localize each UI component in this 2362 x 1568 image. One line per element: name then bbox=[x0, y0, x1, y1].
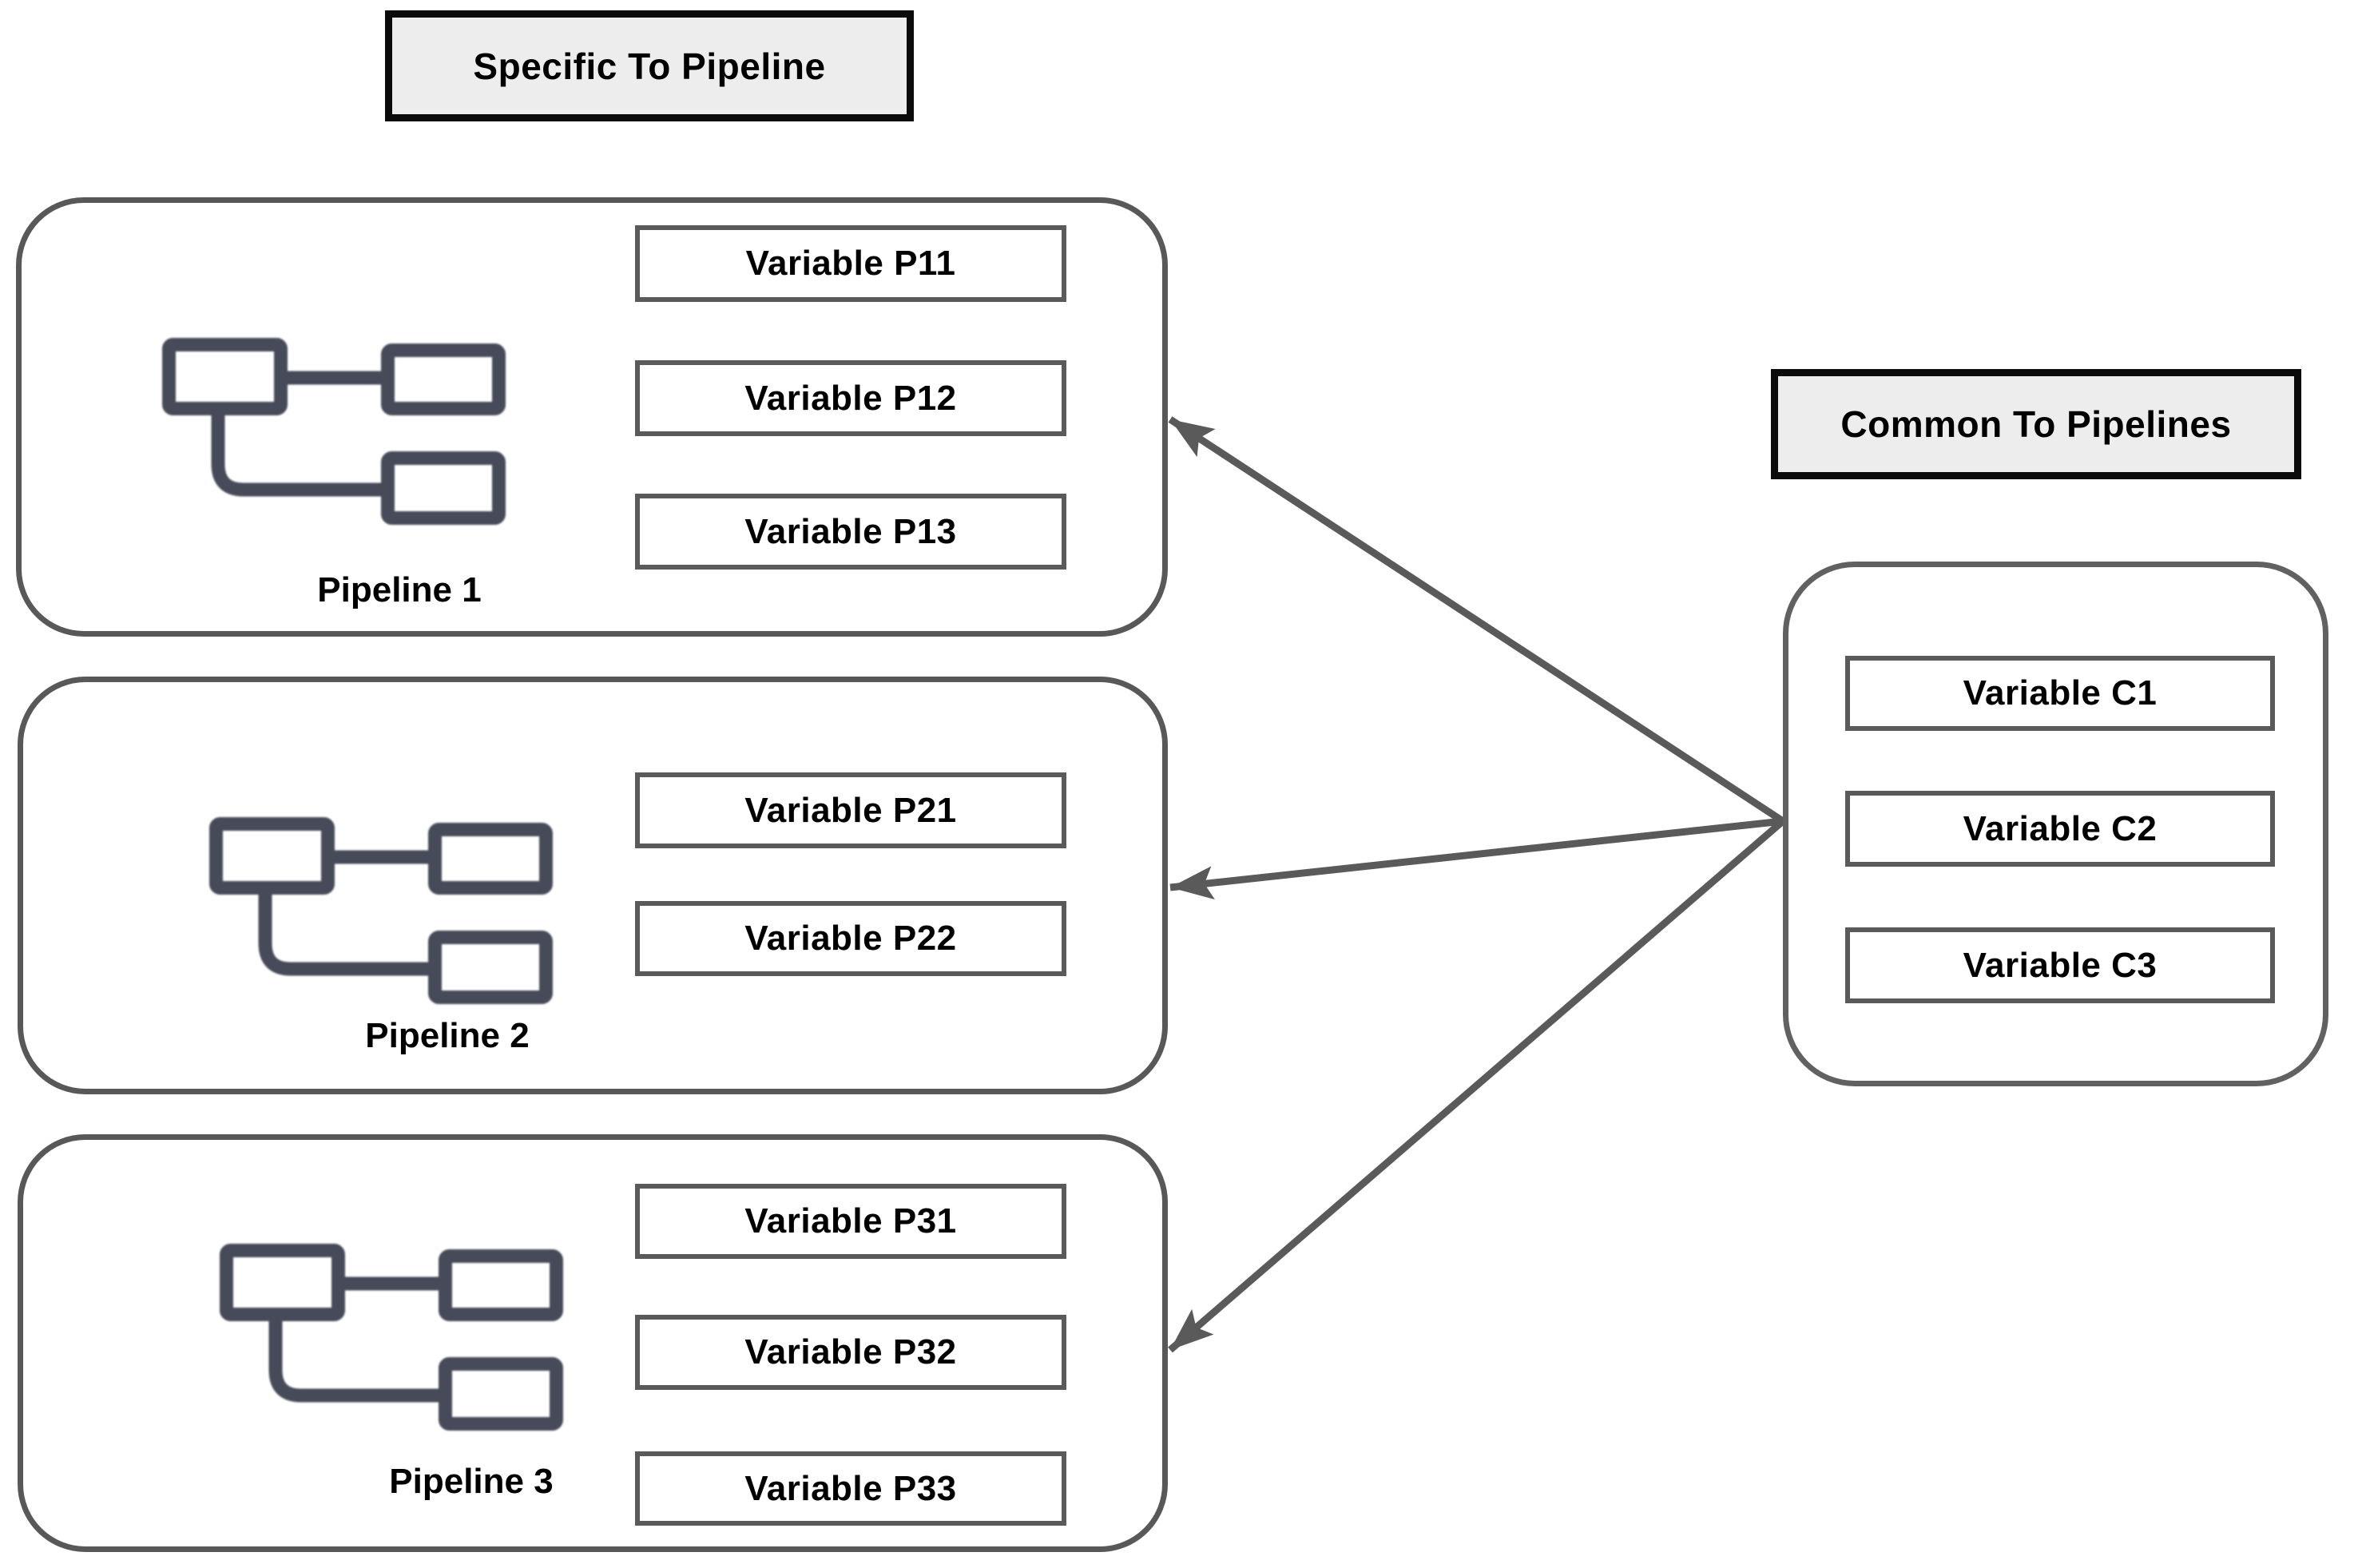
specific-title-label: Specific To Pipeline bbox=[473, 45, 826, 87]
arrow-to-pipeline-3 bbox=[1168, 818, 1785, 1353]
variable-box-c2: Variable C2 bbox=[1845, 791, 2275, 867]
variable-label-p21: Variable P21 bbox=[744, 790, 957, 830]
variable-label-c2: Variable C2 bbox=[1963, 808, 2158, 848]
variable-label-p32: Variable P32 bbox=[744, 1332, 957, 1372]
variable-box-p11: Variable P11 bbox=[635, 225, 1066, 302]
arrow-to-pipeline-1 bbox=[1168, 416, 1785, 824]
variable-box-p13: Variable P13 bbox=[635, 494, 1066, 570]
variable-label-p11: Variable P11 bbox=[745, 244, 956, 283]
variable-label-p12: Variable P12 bbox=[744, 378, 957, 418]
variable-box-p33: Variable P33 bbox=[635, 1451, 1066, 1526]
variable-label-p13: Variable P13 bbox=[744, 511, 957, 551]
variable-label-p31: Variable P31 bbox=[744, 1201, 957, 1241]
variable-label-c3: Variable C3 bbox=[1963, 945, 2158, 985]
pipeline-1-flowchart-icon bbox=[162, 338, 506, 525]
pipeline-2-label: Pipeline 2 bbox=[365, 1016, 530, 1055]
variable-box-p32: Variable P32 bbox=[635, 1315, 1066, 1390]
common-title-label: Common To Pipelines bbox=[1840, 403, 2232, 445]
pipeline-3-flowchart-icon bbox=[220, 1244, 563, 1431]
variable-box-p21: Variable P21 bbox=[635, 772, 1066, 848]
variable-box-c1: Variable C1 bbox=[1845, 656, 2275, 731]
pipeline-3-label: Pipeline 3 bbox=[389, 1462, 554, 1501]
variable-label-c1: Variable C1 bbox=[1963, 673, 2158, 713]
pipeline-2-container bbox=[18, 677, 1168, 1094]
variable-label-p33: Variable P33 bbox=[744, 1468, 957, 1508]
variable-label-p22: Variable P22 bbox=[744, 919, 957, 958]
variable-box-p31: Variable P31 bbox=[635, 1184, 1066, 1259]
common-to-pipelines-title: Common To Pipelines bbox=[1771, 369, 2301, 479]
pipeline-1-label: Pipeline 1 bbox=[317, 570, 482, 609]
specific-to-pipeline-title: Specific To Pipeline bbox=[385, 10, 914, 121]
variable-box-c3: Variable C3 bbox=[1845, 927, 2275, 1003]
variable-box-p12: Variable P12 bbox=[635, 360, 1066, 436]
arrow-to-pipeline-2 bbox=[1169, 817, 1784, 900]
variable-box-p22: Variable P22 bbox=[635, 901, 1066, 976]
pipeline-2-flowchart-icon bbox=[209, 817, 553, 1004]
